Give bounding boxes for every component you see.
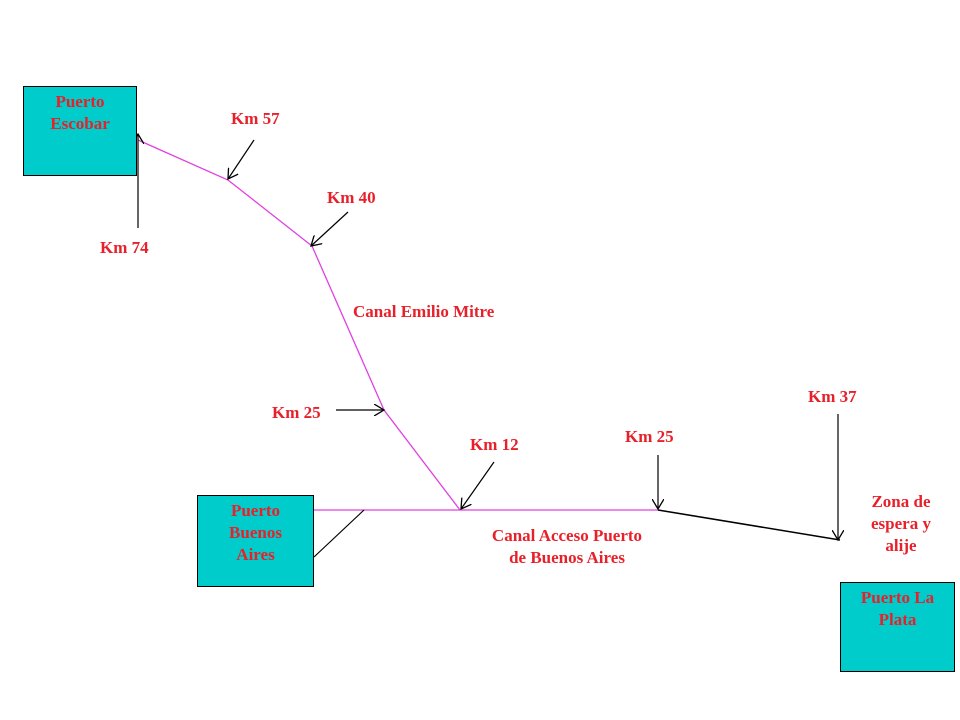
km74-label: Km 74 bbox=[100, 238, 149, 257]
zona-espera-label: Zona de espera y alije bbox=[871, 492, 931, 555]
buenos-aires-connector bbox=[313, 509, 365, 558]
canal-acceso-label: Canal Acceso Puerto de Buenos Aires bbox=[491, 526, 643, 567]
port-buenos-aires: Puerto Buenos Aires bbox=[197, 495, 314, 587]
port-escobar: Puerto Escobar bbox=[23, 86, 137, 176]
km25-mitre-label: Km 25 bbox=[272, 403, 321, 422]
port-la-plata-label: Puerto La Plata bbox=[860, 588, 935, 629]
port-escobar-label: Puerto Escobar bbox=[50, 92, 110, 133]
km40-arrow bbox=[311, 211, 349, 246]
km25-acceso-label: Km 25 bbox=[625, 427, 674, 446]
km57-label: Km 57 bbox=[231, 109, 280, 128]
port-buenos-aires-label: Puerto Buenos Aires bbox=[229, 501, 282, 564]
emilio-mitre-route bbox=[137, 139, 461, 511]
port-la-plata: Puerto La Plata bbox=[840, 582, 955, 672]
km12-label: Km 12 bbox=[470, 435, 519, 454]
canal-emilio-mitre-label: Canal Emilio Mitre bbox=[353, 302, 495, 321]
km37-label: Km 37 bbox=[808, 387, 857, 406]
km12-arrow bbox=[461, 461, 495, 509]
km40-label: Km 40 bbox=[327, 188, 376, 207]
km57-arrow bbox=[228, 139, 255, 179]
waiting-zone-route bbox=[657, 509, 841, 541]
